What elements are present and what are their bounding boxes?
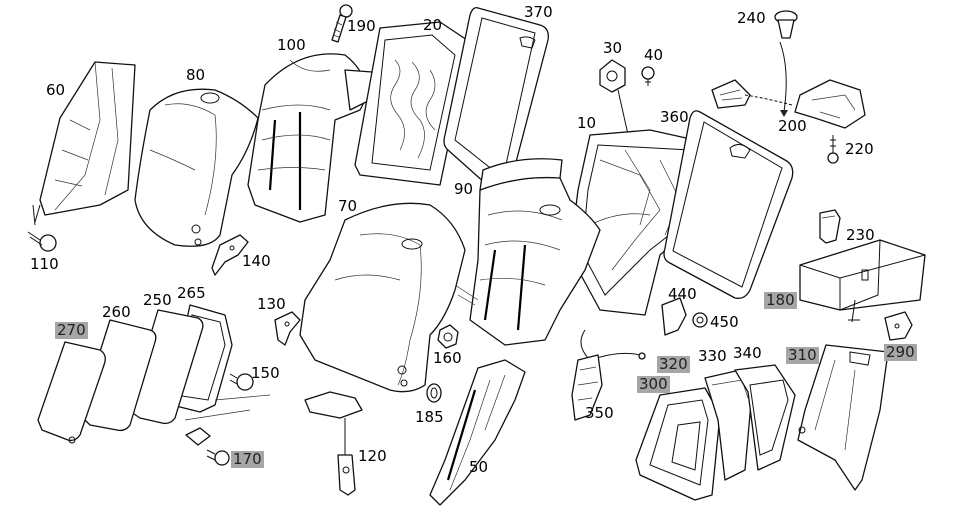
label-10: 10 [577, 114, 597, 132]
label-250: 250 [143, 291, 172, 309]
label-290: 290 [884, 343, 917, 361]
label-90: 90 [454, 180, 474, 198]
label-50: 50 [469, 458, 489, 476]
part-290-hinge[interactable] [884, 311, 913, 341]
part-260-cover[interactable] [79, 319, 157, 432]
label-330: 330 [698, 347, 727, 365]
label-130: 130 [257, 295, 286, 313]
label-260: 260 [102, 303, 131, 321]
part-100-backrest-frame[interactable] [247, 53, 373, 223]
part-80-backrest-cushion[interactable] [134, 88, 259, 247]
label-180: 180 [764, 291, 797, 309]
label-120: 120 [358, 447, 387, 465]
part-340-module[interactable] [734, 364, 796, 471]
label-40: 40 [644, 46, 664, 64]
label-70: 70 [338, 197, 358, 215]
label-20: 20 [423, 16, 443, 34]
label-450: 450 [710, 313, 739, 331]
part-170-bolt[interactable] [185, 427, 230, 466]
part-190-bolt[interactable] [331, 4, 353, 43]
label-190: 190 [347, 17, 376, 35]
part-90-backrest-frame[interactable] [454, 158, 601, 346]
part-350-cable-module[interactable] [571, 329, 646, 421]
label-300: 300 [637, 375, 670, 393]
part-110-screw[interactable] [27, 204, 57, 252]
part-220-screw[interactable] [827, 135, 839, 164]
part-40-screw[interactable] [641, 66, 655, 86]
part-180-box[interactable] [799, 239, 926, 323]
label-140: 140 [242, 252, 271, 270]
label-440: 440 [668, 285, 697, 303]
part-60-side-panel[interactable] [34, 61, 136, 223]
part-70-seat-cushion[interactable] [299, 202, 466, 393]
label-265: 265 [177, 284, 206, 302]
part-450-washer[interactable] [692, 312, 708, 328]
part-300-housing[interactable] [635, 387, 721, 501]
part-20-seat-spring-frame[interactable] [354, 21, 471, 186]
part-185-grommet[interactable] [426, 383, 442, 403]
part-250-cover[interactable] [127, 309, 204, 425]
label-100: 100 [277, 36, 306, 54]
label-200: 200 [778, 117, 807, 135]
part-270-cover[interactable] [37, 341, 106, 444]
label-160: 160 [433, 349, 462, 367]
part-120-latch[interactable] [304, 391, 363, 496]
label-340: 340 [733, 344, 762, 362]
label-150: 150 [251, 364, 280, 382]
label-370: 370 [524, 3, 553, 21]
label-170: 170 [231, 450, 264, 468]
part-440-bracket[interactable] [661, 297, 687, 336]
label-320: 320 [657, 355, 690, 373]
label-30: 30 [603, 39, 623, 57]
part-200-release-mechanism[interactable] [711, 79, 866, 129]
part-150-bolt[interactable] [184, 373, 271, 421]
label-360: 360 [660, 108, 689, 126]
label-270: 270 [55, 321, 88, 339]
part-50-side-panel[interactable] [429, 359, 526, 506]
part-140-bracket[interactable] [211, 234, 249, 276]
part-160-nut[interactable] [437, 324, 459, 349]
part-360-seal[interactable] [663, 110, 794, 299]
label-110: 110 [30, 255, 59, 273]
label-310: 310 [786, 346, 819, 364]
label-60: 60 [46, 81, 66, 99]
part-230-clip[interactable] [819, 209, 841, 244]
label-230: 230 [846, 226, 875, 244]
label-220: 220 [845, 140, 874, 158]
label-185: 185 [415, 408, 444, 426]
part-240-push-clip[interactable] [774, 10, 798, 117]
label-350: 350 [585, 404, 614, 422]
label-240: 240 [737, 9, 766, 27]
part-310-panel[interactable] [797, 344, 889, 491]
part-130-bracket[interactable] [274, 311, 301, 346]
label-80: 80 [186, 66, 206, 84]
